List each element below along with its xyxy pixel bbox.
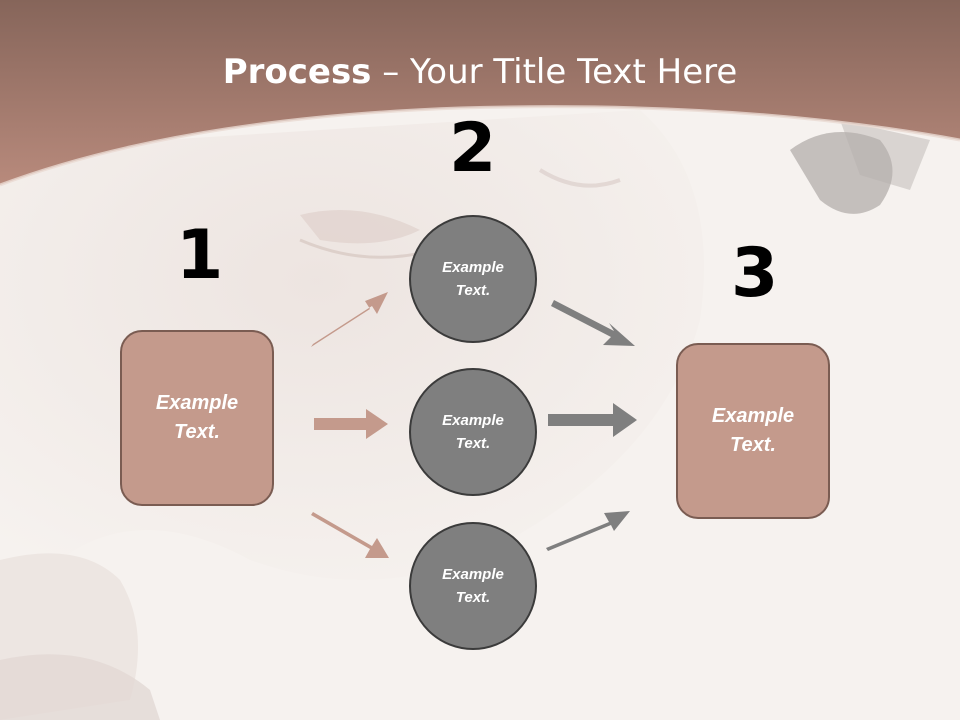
- step-2-circle-bottom: Example Text.: [409, 522, 537, 650]
- slide-title: Process – Your Title Text Here: [0, 52, 960, 92]
- step-1-box: Example Text.: [120, 330, 274, 506]
- step-2-item-1-label: Example Text.: [442, 259, 504, 299]
- step-2-circle-top: Example Text.: [409, 215, 537, 343]
- step-number-1: 1: [176, 216, 224, 295]
- step-2-circle-middle: Example Text.: [409, 368, 537, 496]
- step-number-2: 2: [449, 109, 497, 188]
- step-2-item-3-label: Example Text.: [442, 566, 504, 606]
- title-bold: Process: [222, 52, 372, 92]
- step-1-label: Example Text.: [155, 392, 239, 443]
- step-number-3: 3: [731, 234, 779, 313]
- step-3-box: Example Text.: [676, 343, 830, 519]
- step-3-label: Example Text.: [711, 405, 795, 456]
- step-2-item-2-label: Example Text.: [442, 412, 504, 452]
- title-rest: – Your Title Text Here: [371, 52, 738, 92]
